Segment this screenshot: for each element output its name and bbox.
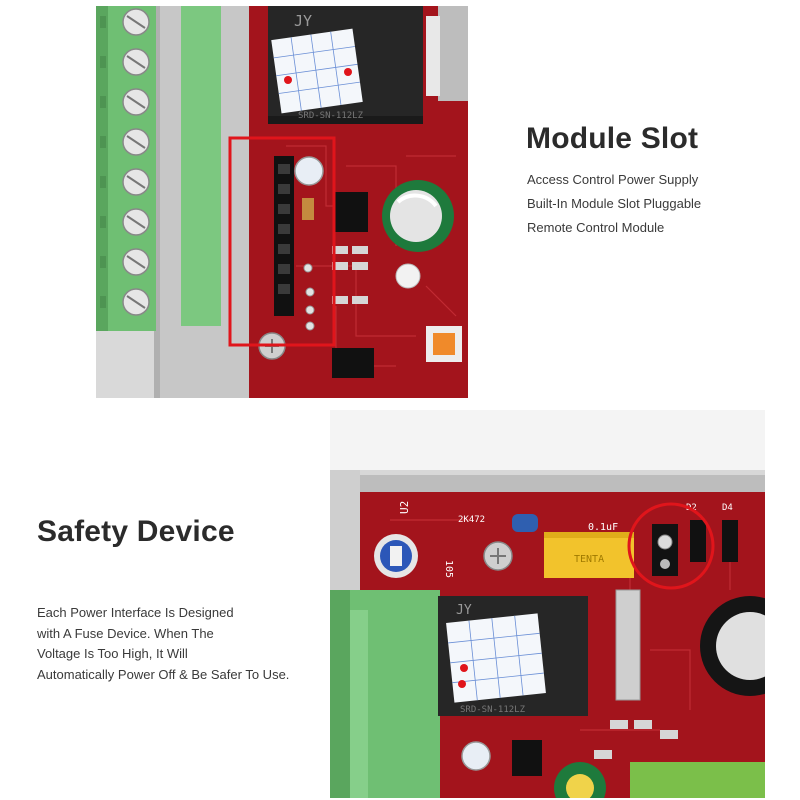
module-slot-line-2: Built-In Module Slot Pluggable xyxy=(527,196,702,211)
capacitor-brand-text: TENTA xyxy=(574,554,604,565)
large-capacitor xyxy=(700,596,765,696)
blue-trimmer xyxy=(374,534,418,578)
ic-chip xyxy=(334,192,368,232)
relay-model-text-2: SRD-SN-112LZ xyxy=(460,705,526,715)
electrolytic-capacitor xyxy=(382,180,454,252)
module-slot-highlight-box xyxy=(228,136,336,347)
yellow-capacitor: TENTA xyxy=(544,532,634,578)
relay-brand-text-2: JY xyxy=(456,603,472,618)
module-slot-line-1: Access Control Power Supply xyxy=(527,172,699,187)
module-slot-photo-art: JY SRD-SN-112LZ xyxy=(96,6,468,398)
safety-device-photo: U2 2K472 105 0.1uF D2 D4 TENTA xyxy=(330,410,765,798)
safety-device-line-1: Each Power Interface Is Designed xyxy=(37,605,234,620)
module-slot-line-3: Remote Control Module xyxy=(527,220,665,235)
fuse xyxy=(652,524,678,576)
relay-2: JY SRD-SN-112LZ xyxy=(438,596,588,716)
pcb-label-capacitance: 0.1uF xyxy=(588,522,618,533)
screw-terminal-block-2 xyxy=(330,590,440,798)
screw-terminal-block xyxy=(96,6,221,331)
module-slot-header xyxy=(274,156,294,316)
small-capacitor xyxy=(294,156,324,186)
safety-device-photo-art: U2 2K472 105 0.1uF D2 D4 TENTA xyxy=(330,410,765,798)
module-slot-description: Access Control Power Supply Built-In Mod… xyxy=(527,168,701,240)
safety-device-line-3: Voltage Is Too High, It Will xyxy=(37,646,188,661)
module-slot-title: Module Slot xyxy=(526,122,699,155)
safety-device-title: Safety Device xyxy=(37,515,235,548)
safety-device-line-2: with A Fuse Device. When The xyxy=(37,625,214,641)
safety-device-description: Each Power Interface Is Designed with A … xyxy=(37,603,289,685)
fuse-highlight-circle xyxy=(627,502,715,590)
relay-model-text: SRD-SN-112LZ xyxy=(298,111,364,121)
module-slot-photo: JY SRD-SN-112LZ xyxy=(96,6,468,398)
pcb-label-2k472: 2K472 xyxy=(458,515,485,525)
pcb-label-u2: U2 xyxy=(398,501,411,514)
pcb-label-105: 105 xyxy=(443,560,454,578)
pcb-label-d4: D4 xyxy=(722,503,733,513)
relay-brand-text: JY xyxy=(294,12,312,30)
safety-device-line-4: Automatically Power Off & Be Safer To Us… xyxy=(37,666,290,682)
relay: JY SRD-SN-112LZ xyxy=(268,6,423,124)
